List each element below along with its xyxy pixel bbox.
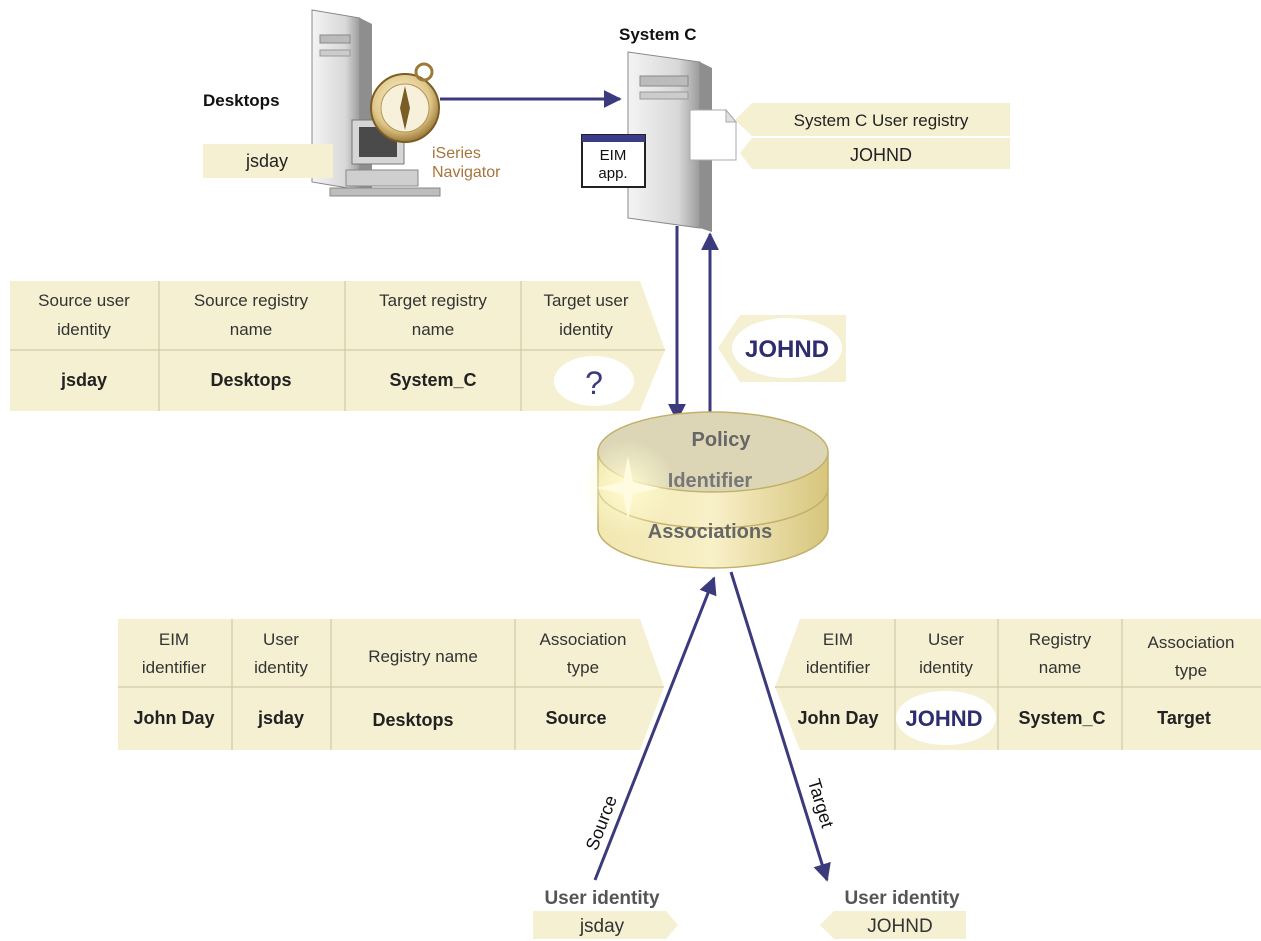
eim-app-label-1: EIM: [600, 147, 627, 164]
source-arrow-label: Source: [582, 793, 621, 853]
returned-user-id: JOHND: [745, 336, 829, 363]
desktop-user-panel: jsday: [203, 144, 333, 178]
db-line-associations: Associations: [648, 521, 772, 543]
target-assoc-cell-registry: System_C: [1018, 708, 1105, 728]
target-user-box-title: User identity: [844, 888, 960, 909]
lookup-header-4-line2: identity: [559, 320, 613, 339]
lookup-header-2-line1: Source registry: [194, 291, 309, 310]
target-assoc-header-2-line2: identity: [919, 658, 973, 677]
target-assoc-header-3-line2: name: [1039, 658, 1082, 677]
db-line-policy: Policy: [692, 429, 752, 451]
source-association-table: EIM identifier User identity Registry na…: [118, 619, 664, 750]
lookup-header-2-line2: name: [230, 320, 273, 339]
eim-app-window-icon: EIM app.: [581, 134, 646, 188]
lookup-cell-source-user: jsday: [60, 370, 107, 390]
source-assoc-cell-type: Source: [545, 708, 606, 728]
lookup-header-3-line1: Target registry: [379, 291, 487, 310]
lookup-header-4-line1: Target user: [543, 291, 628, 310]
target-assoc-header-2-line1: User: [928, 630, 964, 649]
desktop-user-id: jsday: [245, 151, 288, 171]
source-assoc-header-1-line1: EIM: [159, 630, 189, 649]
system-c-registry-panel: System C User registry JOHND: [735, 103, 1010, 169]
source-arrow: [593, 576, 717, 881]
eim-domain-database-icon: Policy Identifier Associations: [580, 411, 829, 569]
system-c-registry-title: System C User registry: [794, 111, 969, 130]
lookup-cell-source-registry: Desktops: [210, 370, 291, 390]
lookup-header-1-line1: Source user: [38, 291, 130, 310]
eim-app-label-2: app.: [598, 165, 627, 182]
compass-icon: [370, 62, 440, 143]
target-association-table: EIM identifier User identity Registry na…: [775, 619, 1261, 750]
source-user-identity-box: User identity jsday: [533, 888, 678, 939]
iseries-navigator-label-2: Navigator: [432, 164, 501, 181]
target-assoc-cell-type: Target: [1157, 708, 1211, 728]
system-c-registry-user: JOHND: [850, 145, 912, 165]
source-assoc-header-2-line1: User: [263, 630, 299, 649]
system-c-label: System C: [619, 25, 696, 44]
lookup-cell-target-user: ?: [585, 365, 603, 401]
source-assoc-header-2-line2: identity: [254, 658, 308, 677]
target-assoc-header-3-line1: Registry: [1029, 630, 1092, 649]
unknown-target-bubble: [554, 356, 634, 406]
db-line-identifier: Identifier: [668, 470, 753, 492]
target-assoc-cell-user: JOHND: [905, 706, 982, 731]
lookup-cell-target-registry: System_C: [389, 370, 476, 390]
target-assoc-header-1-line1: EIM: [823, 630, 853, 649]
source-assoc-header-3: Registry name: [368, 647, 478, 666]
target-assoc-header-4-line1: Association: [1148, 633, 1235, 652]
source-assoc-header-4-line2: type: [567, 658, 599, 677]
target-assoc-cell-eim-id: John Day: [797, 708, 878, 728]
lookup-header-3-line2: name: [412, 320, 455, 339]
target-user-box-value: JOHND: [867, 916, 932, 937]
document-icon: [689, 108, 738, 161]
source-assoc-cell-registry: Desktops: [372, 710, 453, 730]
target-user-identity-box: User identity JOHND: [820, 888, 966, 939]
target-user-highlight: [896, 691, 996, 745]
source-assoc-cell-eim-id: John Day: [133, 708, 214, 728]
source-assoc-cell-user: jsday: [257, 708, 304, 728]
source-user-box-title: User identity: [544, 888, 660, 909]
iseries-navigator-label-1: iSeries: [432, 145, 481, 162]
source-assoc-header-1-line2: identifier: [142, 658, 207, 677]
lookup-table: Source user identity Source registry nam…: [10, 281, 665, 411]
target-assoc-header-4-line2: type: [1175, 661, 1207, 680]
desktops-label: Desktops: [203, 91, 280, 110]
target-arrow: [729, 571, 831, 882]
lookup-header-1-line2: identity: [57, 320, 111, 339]
source-assoc-header-4-line1: Association: [540, 630, 627, 649]
returned-user-panel: JOHND: [718, 315, 846, 382]
target-assoc-header-1-line2: identifier: [806, 658, 871, 677]
source-user-box-value: jsday: [579, 916, 625, 937]
